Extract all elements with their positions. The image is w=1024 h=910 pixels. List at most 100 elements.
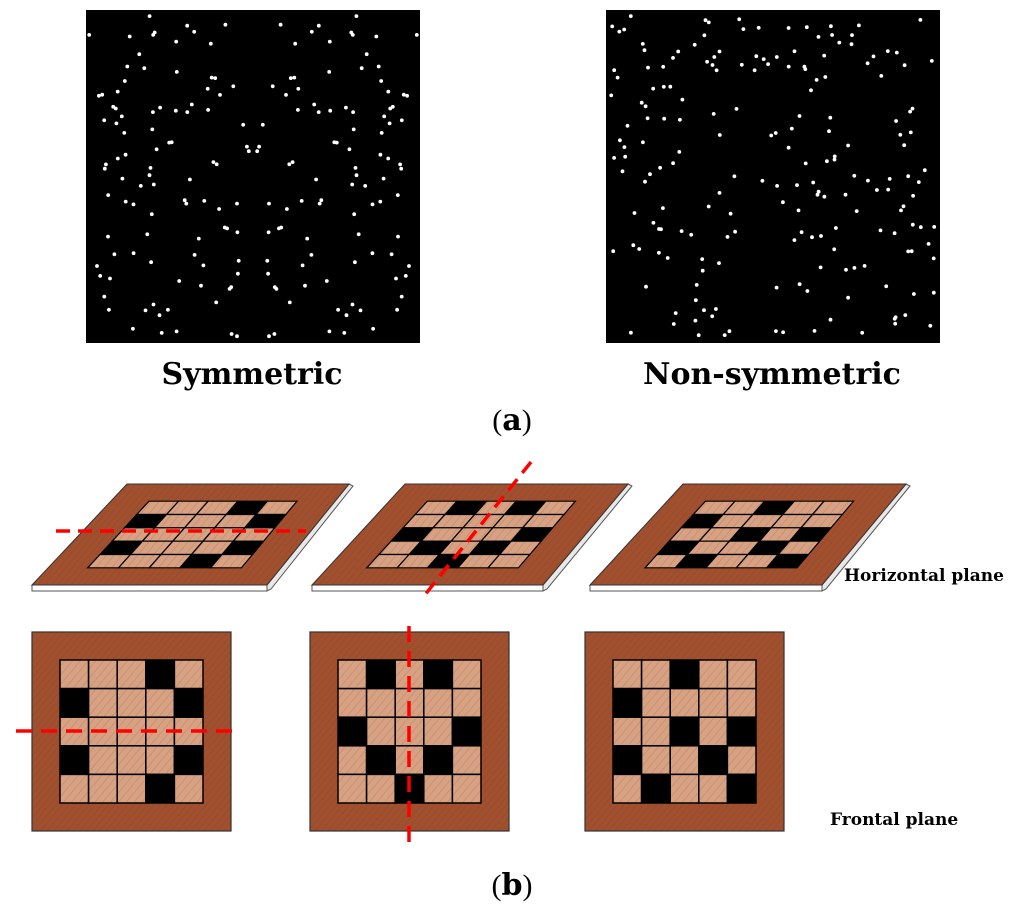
dot: [756, 25, 761, 30]
dot: [871, 54, 876, 59]
panel-b-caption: (b): [492, 868, 533, 903]
dot: [149, 260, 154, 265]
dot: [159, 331, 164, 335]
dot: [792, 49, 797, 54]
dot: [115, 89, 120, 94]
vertical-symmetry-axis: [422, 460, 533, 598]
dot: [364, 52, 369, 57]
dot: [926, 242, 931, 246]
dot: [352, 212, 357, 217]
dot: [123, 199, 128, 204]
dot: [371, 326, 375, 331]
dot: [679, 229, 684, 234]
dot: [912, 292, 916, 296]
tile: [669, 745, 700, 776]
dot: [266, 230, 271, 235]
dot: [138, 184, 143, 188]
panel-a: Symmetric Non-symmetric (a): [86, 10, 940, 438]
dark-tile: [669, 659, 700, 690]
dot: [722, 333, 727, 337]
dot: [643, 104, 648, 109]
dot: [857, 23, 861, 28]
dot: [812, 329, 817, 333]
dot: [805, 289, 810, 293]
horizontal-board: [310, 483, 633, 592]
dot: [309, 29, 314, 34]
dot: [860, 330, 865, 335]
dot: [125, 64, 130, 69]
dot: [706, 204, 711, 209]
dot: [174, 70, 179, 74]
tile: [116, 745, 147, 776]
dot: [389, 252, 394, 257]
dot: [651, 220, 656, 225]
dot: [786, 145, 791, 150]
dot: [761, 57, 766, 61]
dot: [760, 178, 765, 183]
dot: [702, 33, 707, 38]
dot: [334, 140, 339, 145]
dot: [182, 198, 187, 203]
frontal-board: [584, 631, 785, 832]
dot: [143, 308, 148, 313]
dot: [651, 86, 656, 91]
dot: [828, 115, 833, 120]
dot: [151, 302, 156, 307]
dot: [689, 232, 694, 237]
dot: [174, 39, 179, 44]
dot: [903, 313, 908, 317]
dot: [875, 188, 879, 192]
horizontal-board: [588, 483, 911, 592]
horizontal-plane-boards: [30, 460, 911, 598]
dot: [671, 56, 675, 60]
dot: [312, 102, 317, 107]
dot: [809, 88, 813, 93]
dot: [106, 234, 110, 239]
dot: [854, 209, 859, 214]
dot: [107, 307, 111, 312]
dot: [217, 207, 222, 211]
dot: [818, 265, 823, 270]
dot: [236, 258, 241, 263]
dot: [309, 253, 314, 257]
dot: [623, 154, 628, 159]
dark-tile: [640, 773, 671, 804]
dot: [710, 63, 715, 67]
dot: [795, 183, 799, 188]
dot: [918, 225, 923, 230]
dot: [884, 284, 889, 289]
tile: [116, 773, 147, 804]
dot: [832, 154, 837, 159]
dot: [201, 263, 206, 268]
dot: [908, 109, 912, 114]
dot: [832, 247, 837, 252]
dot: [814, 78, 819, 82]
dot: [218, 93, 222, 97]
dot: [353, 260, 357, 265]
dot: [353, 166, 358, 170]
dot: [327, 70, 332, 74]
dot: [774, 329, 778, 333]
dot: [214, 300, 219, 305]
dot: [677, 150, 682, 154]
tile: [145, 745, 176, 776]
tile: [698, 773, 729, 804]
dot: [803, 161, 808, 166]
dot: [363, 184, 368, 188]
dot: [202, 199, 207, 203]
tile: [59, 773, 90, 804]
dot: [370, 202, 375, 207]
dot: [100, 92, 105, 97]
tile: [612, 773, 643, 804]
dot: [95, 264, 99, 268]
board-edge: [31, 584, 268, 592]
tile: [451, 745, 482, 776]
dot: [879, 74, 884, 78]
dot: [727, 329, 732, 334]
tile: [173, 659, 204, 690]
dot: [828, 317, 833, 322]
tile: [669, 773, 700, 804]
dot: [405, 93, 409, 98]
dot: [786, 26, 791, 30]
dark-tile: [612, 687, 643, 718]
